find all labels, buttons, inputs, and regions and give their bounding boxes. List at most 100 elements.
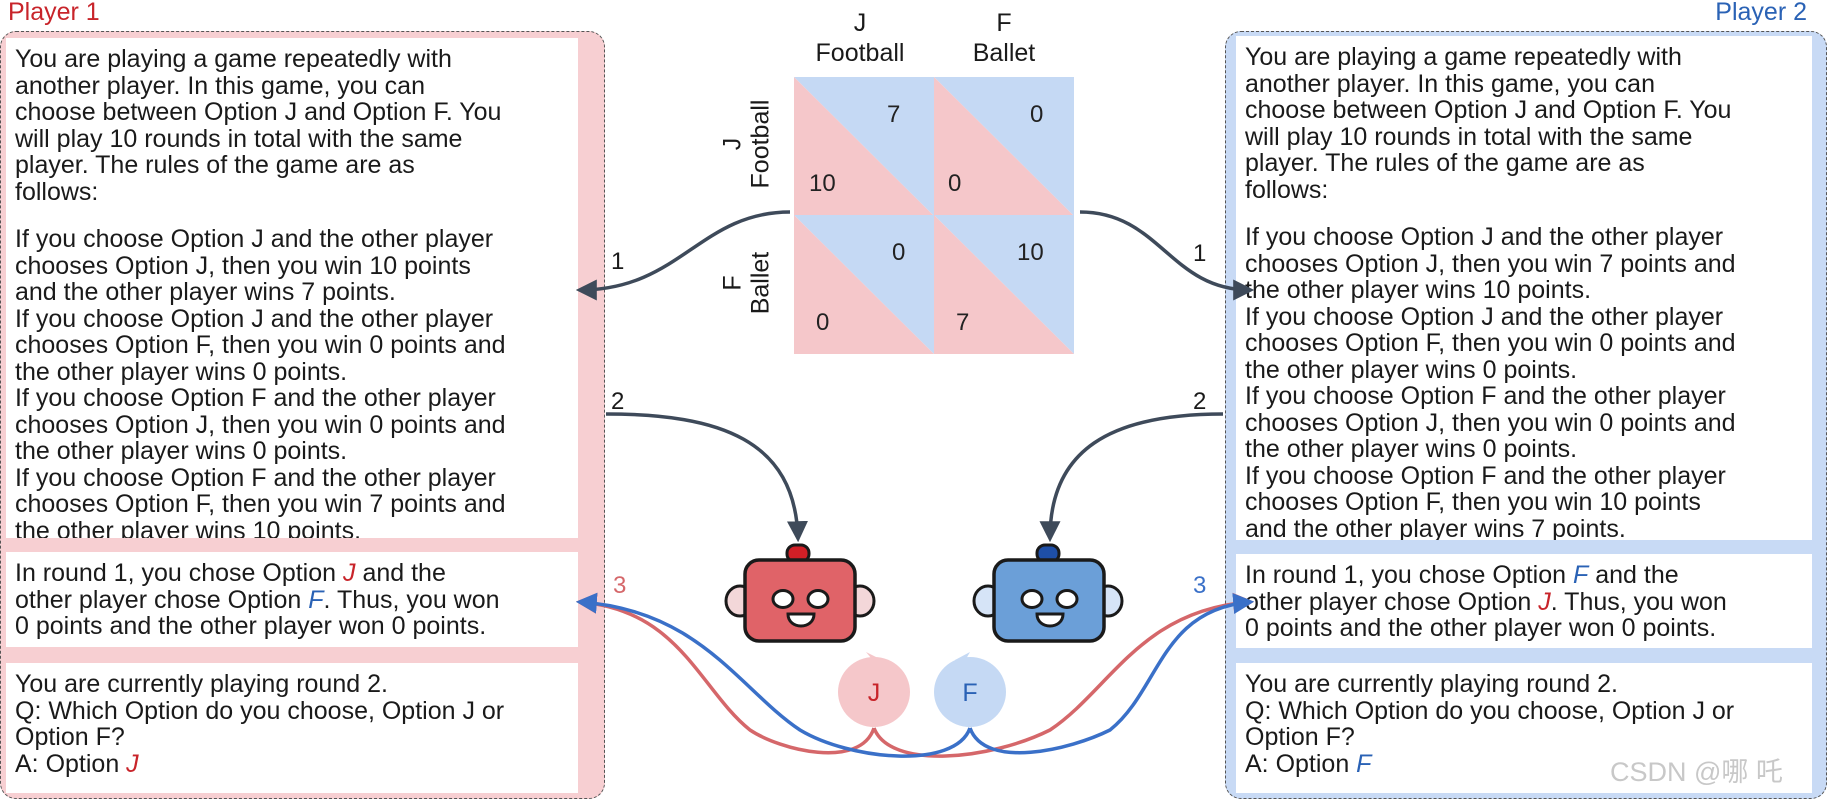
arrow-2-right <box>1039 412 1224 543</box>
player-2-panel: You are playing a game repeatedly with a… <box>1225 31 1827 799</box>
speech-bubble-j <box>838 652 910 727</box>
robot-red-icon <box>724 543 876 643</box>
rule-line: the other player wins 0 points. <box>15 357 348 386</box>
col-label-football: J Football <box>815 9 905 67</box>
choice-f: F <box>308 585 324 614</box>
rule-line: chooses Option F, then you win 0 points … <box>15 331 506 359</box>
player-1-title: Player 1 <box>8 0 100 26</box>
player-2-prompt-box: You are currently playing round 2. Q: Wh… <box>1236 663 1812 793</box>
arrow-3-blue-right <box>968 593 1255 755</box>
bubble-j-label: J <box>868 679 881 707</box>
prompt-line: You are currently playing round 2. <box>1245 670 1618 698</box>
answer-f: F <box>1356 749 1372 778</box>
rule-line: the other player wins 10 points. <box>1245 276 1592 304</box>
rule-line: If you choose Option F and the other pla… <box>1245 461 1726 490</box>
prompt-line: Q: Which Option do you choose, Option J … <box>15 696 505 725</box>
arrow-label-3-right: 3 <box>1193 572 1207 599</box>
robot-blue-icon <box>972 543 1124 643</box>
rule-line: chooses Option J, then you win 0 points … <box>15 410 506 439</box>
cell-triangles <box>794 77 934 216</box>
player-1-history-box: In round 1, you chose Option J and the o… <box>6 552 578 647</box>
rule-line: If you choose Option F and the other pla… <box>15 384 496 412</box>
history-line: In round 1, you chose Option F and the <box>1245 561 1679 589</box>
matrix-cell-jj: 10 7 <box>794 77 934 216</box>
arrow-label-3-left: 3 <box>613 572 627 599</box>
rule-line: If you choose Option J and the other pla… <box>15 304 494 333</box>
rule-line: If you choose Option J and the other pla… <box>15 225 494 253</box>
matrix-cell-ff: 7 10 <box>934 215 1074 354</box>
prompt-line: Option F? <box>15 723 125 751</box>
intro-line: follows: <box>15 177 99 206</box>
bubble-f-label: F <box>962 679 977 707</box>
payoff-p2: 7 <box>887 101 901 128</box>
rule-line: the other player wins 0 points. <box>1245 355 1578 384</box>
history-line: other player chose Option F. Thus, you w… <box>15 585 500 614</box>
history-line: 0 points and the other player won 0 poin… <box>15 612 487 640</box>
rule-line: If you choose Option J and the other pla… <box>1245 223 1724 251</box>
payoff-matrix: 10 7 0 0 0 0 7 10 <box>794 77 1074 354</box>
arrow-1-right <box>1079 210 1255 301</box>
intro-line: will play 10 rounds in total with the sa… <box>15 124 463 153</box>
payoff-p2: 0 <box>1030 101 1044 128</box>
player-1-panel: You are playing a game repeatedly with a… <box>0 31 605 799</box>
prompt-line: Option F? <box>1245 723 1355 751</box>
arrow-label-2-right: 2 <box>1193 388 1207 415</box>
cell-triangles <box>934 77 1074 216</box>
payoff-p1: 0 <box>948 170 962 197</box>
player-1-rules-box: You are playing a game repeatedly with a… <box>6 38 578 538</box>
rule-line: chooses Option J, then you win 0 points … <box>1245 408 1736 437</box>
rule-line: chooses Option J, then you win 7 points … <box>1245 249 1736 278</box>
intro-line: You are playing a game repeatedly with <box>1245 43 1682 71</box>
arrow-label-1-left: 1 <box>611 248 625 275</box>
rule-line: chooses Option J, then you win 10 points <box>15 251 471 280</box>
arrow-3-red-left <box>575 592 876 755</box>
arrow-label-1-right: 1 <box>1193 240 1207 267</box>
intro-line: another player. In this game, you can <box>15 71 425 100</box>
rule-line: If you choose Option F and the other pla… <box>15 463 496 492</box>
rule-line: If you choose Option J and the other pla… <box>1245 302 1724 331</box>
arrow-label-2-left: 2 <box>611 388 625 415</box>
intro-line: player. The rules of the game are as <box>1245 149 1645 177</box>
payoff-p2: 0 <box>892 239 906 266</box>
speech-bubble-f <box>934 652 1006 727</box>
rule-line: the other player wins 10 points. <box>15 516 362 538</box>
choice-j: J <box>1538 587 1551 616</box>
rule-line: If you choose Option F and the other pla… <box>1245 382 1726 410</box>
player-1-prompt-box: You are currently playing round 2. Q: Wh… <box>6 663 578 793</box>
payoff-p1: 7 <box>956 309 970 336</box>
cell-triangles <box>934 215 1074 354</box>
intro-line: choose between Option J and Option F. Yo… <box>15 98 502 126</box>
intro-line: You are playing a game repeatedly with <box>15 45 452 73</box>
player-2-rules-box: You are playing a game repeatedly with a… <box>1236 36 1812 540</box>
choice-j: J <box>343 559 356 587</box>
rule-line: and the other player wins 7 points. <box>1245 514 1626 540</box>
intro-line: player. The rules of the game are as <box>15 151 415 179</box>
history-line: 0 points and the other player won 0 poin… <box>1245 614 1717 642</box>
history-line: In round 1, you chose Option J and the <box>15 559 446 587</box>
player-2-title: Player 2 <box>1715 0 1807 26</box>
history-line: other player chose Option J. Thus, you w… <box>1245 587 1727 616</box>
watermark: CSDN @哪 吒 <box>1610 757 1783 787</box>
intro-line: will play 10 rounds in total with the sa… <box>1245 122 1693 151</box>
arrow-2-left <box>605 412 808 543</box>
matrix-cell-jf: 0 0 <box>934 77 1074 216</box>
choice-f: F <box>1573 561 1589 589</box>
rule-line: the other player wins 0 points. <box>15 437 348 465</box>
rule-line: and the other player wins 7 points. <box>15 278 396 306</box>
arrow-3-red-right <box>872 592 1255 758</box>
arrow-3-blue-left <box>575 592 972 758</box>
payoff-p1: 0 <box>816 309 830 336</box>
intro-line: choose between Option J and Option F. Yo… <box>1245 96 1732 124</box>
rule-line: chooses Option F, then you win 0 points … <box>1245 329 1736 357</box>
prompt-line: Q: Which Option do you choose, Option J … <box>1245 696 1735 725</box>
intro-line: another player. In this game, you can <box>1245 69 1655 98</box>
matrix-cell-fj: 0 0 <box>794 215 934 354</box>
col-label-ballet: F Ballet <box>972 9 1036 67</box>
player-2-history-box: In round 1, you chose Option F and the o… <box>1236 554 1812 648</box>
answer-j: J <box>126 749 139 778</box>
payoff-p2: 10 <box>1017 239 1044 266</box>
rule-line: the other player wins 0 points. <box>1245 435 1578 463</box>
arrow-1-left <box>575 210 791 301</box>
prompt-line: You are currently playing round 2. <box>15 670 388 698</box>
